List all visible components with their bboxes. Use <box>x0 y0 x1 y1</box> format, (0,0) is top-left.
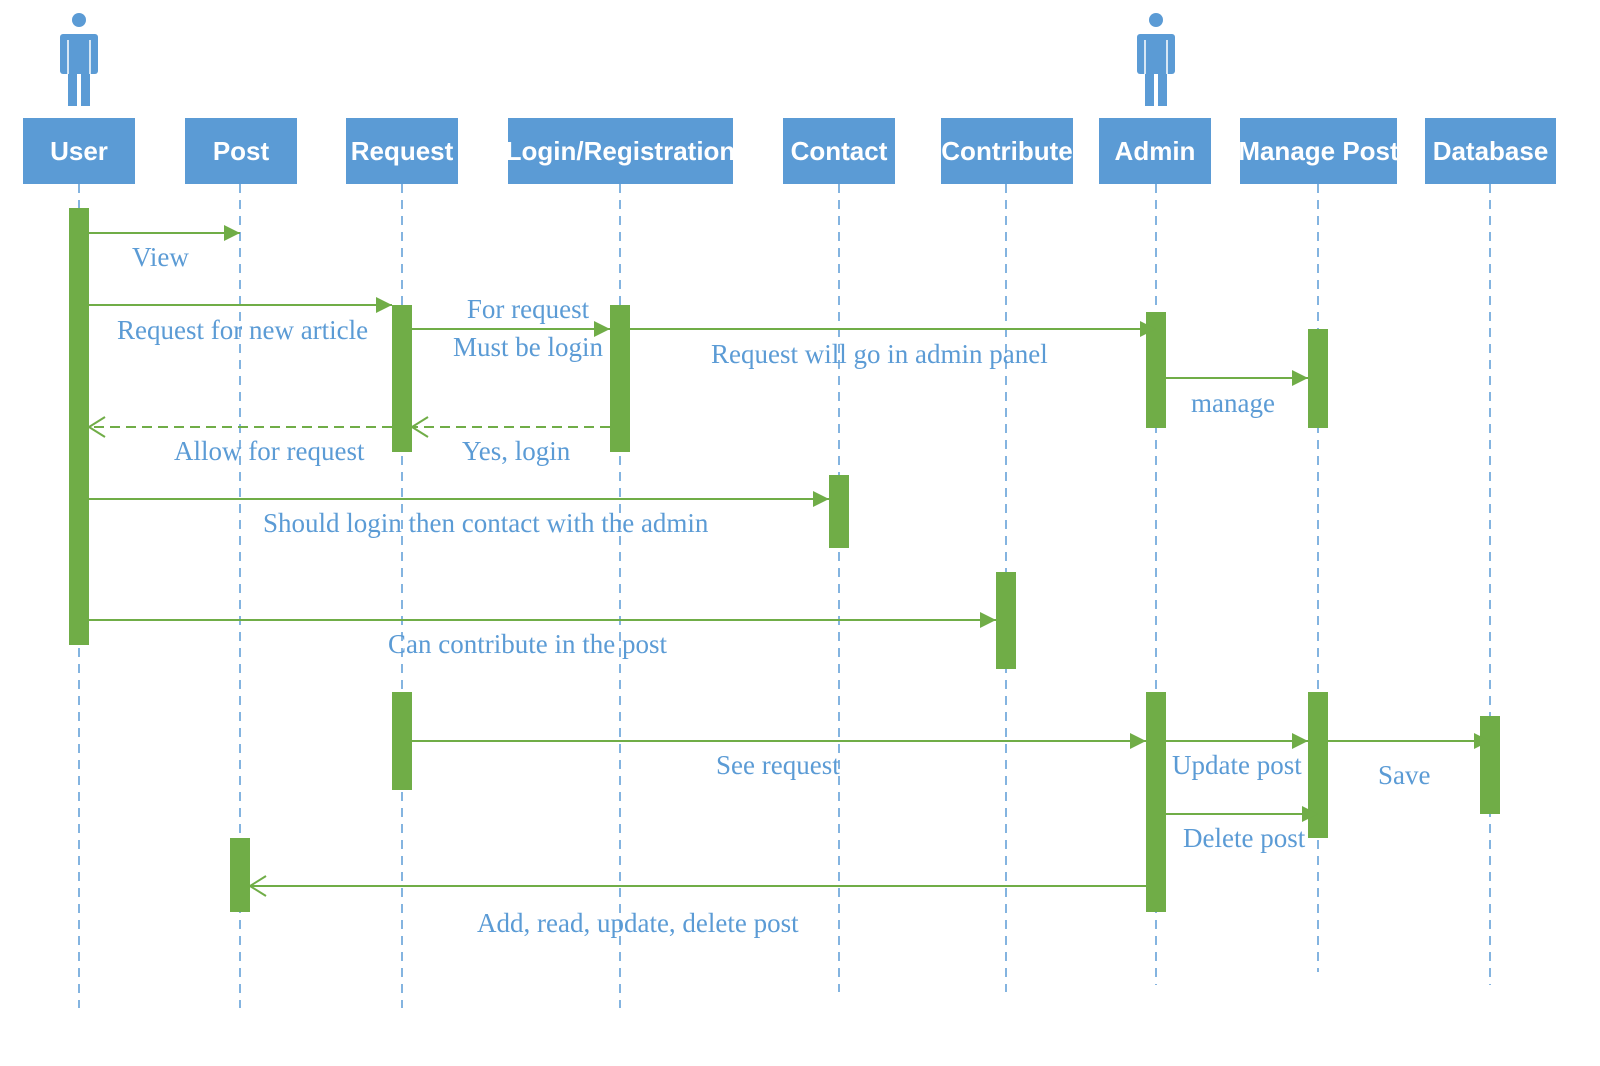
filled-arrowhead-icon <box>224 225 240 241</box>
message-user-to-contact: Should login then contact with the admin <box>89 491 829 538</box>
message-user-to-request: Request for new article <box>89 297 392 345</box>
lifeline-label: Post <box>213 136 270 166</box>
lifeline-box-user: User <box>23 118 135 184</box>
open-arrowhead-icon <box>248 875 267 897</box>
lifeline-box-request: Request <box>346 118 458 184</box>
activation-bar-database <box>1480 716 1500 814</box>
message-admin-to-managepost: Delete post <box>1166 806 1318 853</box>
filled-arrowhead-icon <box>594 321 610 337</box>
message-label: Can contribute in the post <box>388 629 667 659</box>
lifeline-label: Contact <box>791 136 888 166</box>
activation-bar-contact <box>829 475 849 548</box>
filled-arrowhead-icon <box>813 491 829 507</box>
message-label: Request for new article <box>117 315 368 345</box>
actor-group <box>60 13 1175 106</box>
message-label: Should login then contact with the admin <box>263 508 709 538</box>
activation-bar-request <box>392 692 412 790</box>
message-admin-to-managepost: Update post <box>1166 733 1308 780</box>
message-admin-to-post: Add, read, update, delete post <box>248 875 1146 938</box>
filled-arrowhead-icon <box>980 612 996 628</box>
person-icon <box>1137 13 1175 106</box>
activation-bar-login <box>610 305 630 452</box>
activation-bar-contribute <box>996 572 1016 669</box>
activation-bar-request <box>392 305 412 452</box>
lifeline-label: Login/Registration <box>506 136 736 166</box>
filled-arrowhead-icon <box>1302 806 1318 822</box>
message-login-to-request: Yes, login <box>410 416 610 466</box>
activation-group <box>69 208 1500 912</box>
filled-arrowhead-icon <box>1140 321 1156 337</box>
filled-arrowhead-icon <box>1292 370 1308 386</box>
message-managepost-to-database: Save <box>1328 733 1490 790</box>
person-icon <box>60 13 98 106</box>
filled-arrowhead-icon <box>1474 733 1490 749</box>
lifeline-box-contribute: Contribute <box>941 118 1073 184</box>
lifeline-label: Manage Post <box>1238 136 1399 166</box>
lifeline-label: Contribute <box>941 136 1072 166</box>
lifeline-box-managepost: Manage Post <box>1238 118 1399 184</box>
message-label: Add, read, update, delete post <box>477 908 799 938</box>
lifeline-group <box>78 184 1491 1008</box>
message-label: View <box>132 242 189 272</box>
filled-arrowhead-icon <box>1292 733 1308 749</box>
lifeline-box-group: User Post Request Login/Registration Contact… <box>23 118 1556 184</box>
lifeline-box-contact: Contact <box>783 118 895 184</box>
message-label: See request <box>716 750 840 780</box>
lifeline-box-admin: Admin <box>1099 118 1211 184</box>
filled-arrowhead-icon <box>376 297 392 313</box>
message-request-to-user: Allow for request <box>87 416 392 466</box>
open-arrowhead-icon <box>87 416 106 438</box>
message-label: Allow for request <box>174 436 365 466</box>
message-label: manage <box>1191 388 1275 418</box>
activation-bar-admin <box>1146 692 1166 912</box>
activation-bar-post <box>230 838 250 912</box>
message-request-to-admin: See request <box>412 733 1146 780</box>
message-user-to-contribute: Can contribute in the post <box>89 612 996 659</box>
activation-bar-managepost <box>1308 692 1328 838</box>
lifeline-box-post: Post <box>185 118 297 184</box>
filled-arrowhead-icon <box>1130 733 1146 749</box>
message-label: Save <box>1378 760 1431 790</box>
lifeline-label: Database <box>1433 136 1549 166</box>
message-label: Request will go in admin panel <box>711 339 1048 369</box>
message-login-to-admin: Request will go in admin panel <box>630 321 1156 369</box>
activation-bar-admin <box>1146 312 1166 428</box>
message-admin-to-managepost: manage <box>1158 370 1308 418</box>
message-label: Yes, login <box>462 436 571 466</box>
message-label: Delete post <box>1183 823 1306 853</box>
lifeline-label: Request <box>351 136 454 166</box>
message-label: Update post <box>1172 750 1302 780</box>
open-arrowhead-icon <box>410 416 429 438</box>
activation-bar-managepost <box>1308 329 1328 428</box>
activation-bar-user <box>69 208 89 645</box>
lifeline-label: Admin <box>1115 136 1196 166</box>
lifeline-label: User <box>50 136 108 166</box>
lifeline-box-database: Database <box>1425 118 1556 184</box>
lifeline-box-login: Login/Registration <box>506 118 736 184</box>
message-user-to-post: View <box>89 225 240 272</box>
